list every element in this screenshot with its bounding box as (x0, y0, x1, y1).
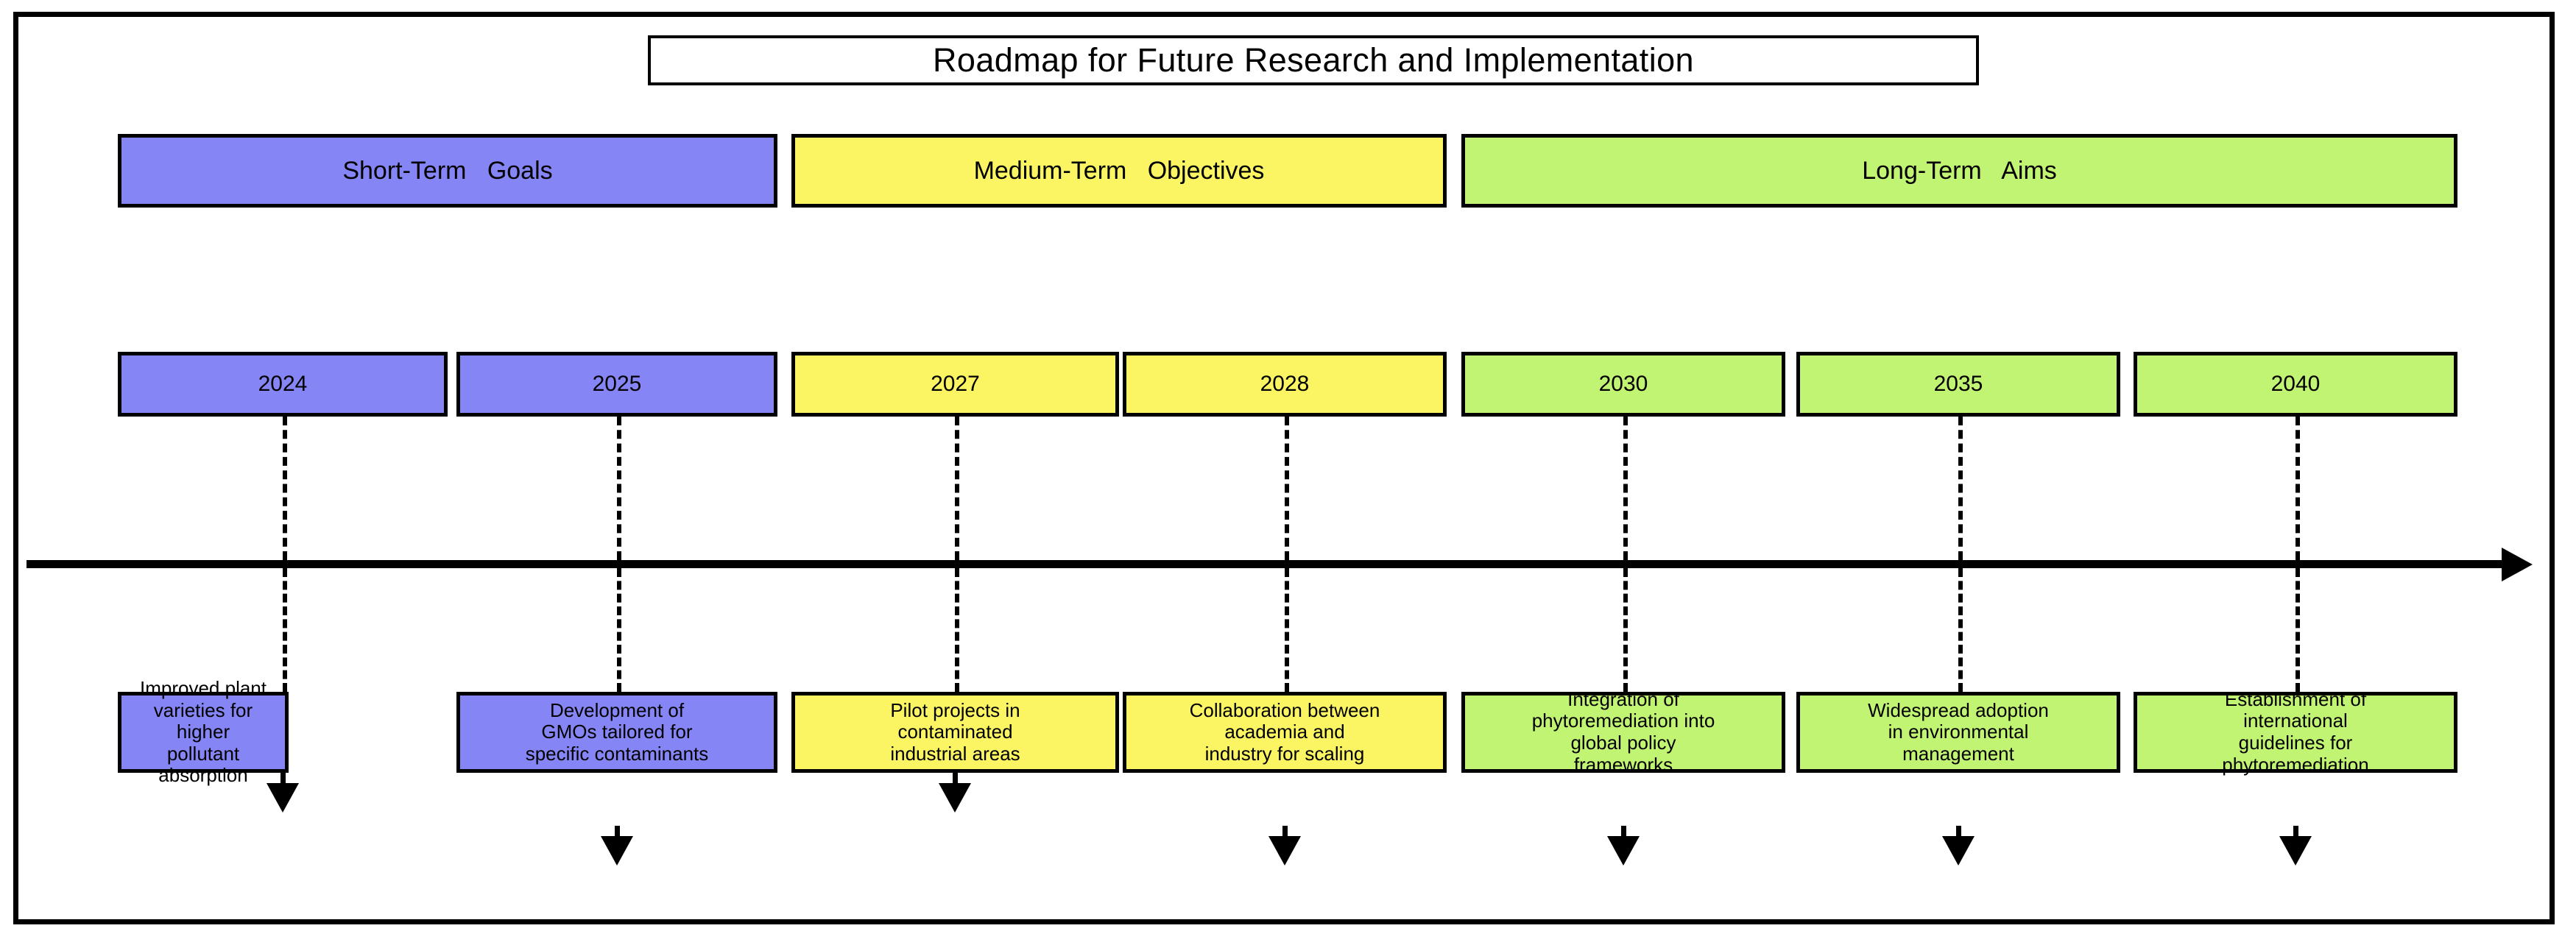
down-arrow-icon-2024 (267, 783, 299, 813)
phase-bar-label: Medium-Term Objectives (973, 156, 1265, 185)
connector-upper-2024 (283, 417, 287, 560)
year-label: 2025 (592, 372, 642, 396)
connector-lower-2024 (283, 568, 287, 692)
connector-lower-2028 (1285, 568, 1289, 692)
milestone-description-text: Development of GMOs tailored for specifi… (525, 698, 709, 765)
connector-upper-2030 (1623, 417, 1628, 560)
year-box-2024: 2024 (118, 352, 448, 417)
timeline-arrow-icon (2502, 548, 2533, 581)
timeline-axis-line (27, 560, 2504, 568)
down-arrow-stem-2028 (1282, 826, 1288, 839)
down-arrow-stem-2040 (2293, 826, 2298, 839)
down-arrow-icon-2028 (1268, 836, 1301, 866)
milestone-description-text: Collaboration between academia and indus… (1189, 698, 1380, 765)
down-arrow-icon-2030 (1607, 836, 1640, 866)
phase-bar-1: Short-Term Goals (118, 134, 777, 208)
year-box-2035: 2035 (1796, 352, 2120, 417)
connector-upper-2040 (2296, 417, 2300, 560)
year-label: 2040 (2270, 372, 2321, 396)
down-arrow-stem-2024 (280, 773, 286, 786)
year-label: 2024 (258, 372, 308, 396)
milestone-description-2024: Improved plant varieties for higher poll… (118, 677, 289, 786)
phase-bar-2: Medium-Term Objectives (791, 134, 1447, 208)
milestone-description-text: Improved plant varieties for higher poll… (140, 676, 267, 787)
phase-bar-label: Long-Term Aims (1862, 156, 2057, 185)
down-arrow-icon-2035 (1942, 836, 1975, 866)
year-label: 2030 (1598, 372, 1648, 396)
year-label: 2035 (1933, 372, 1983, 396)
year-box-2040: 2040 (2134, 352, 2457, 417)
milestone-description-text: Integration of phytoremediation into glo… (1531, 687, 1715, 776)
milestone-description-text: Establishment of international guideline… (2222, 687, 2369, 776)
down-arrow-icon-2025 (601, 836, 633, 866)
page-title: Roadmap for Future Research and Implemen… (933, 41, 1694, 79)
year-box-2028: 2028 (1123, 352, 1447, 417)
milestone-description-2035: Widespread adoption in environmental man… (1796, 692, 2120, 773)
down-arrow-stem-2027 (953, 773, 958, 786)
connector-lower-2025 (617, 568, 621, 692)
down-arrow-icon-2027 (939, 783, 971, 813)
phase-bar-3: Long-Term Aims (1461, 134, 2457, 208)
milestone-description-2040: Establishment of international guideline… (2134, 687, 2457, 776)
milestone-description-2030: Integration of phytoremediation into glo… (1461, 687, 1785, 776)
year-box-2030: 2030 (1461, 352, 1785, 417)
connector-upper-2028 (1285, 417, 1289, 560)
milestone-description-2027: Pilot projects in contaminated industria… (791, 692, 1119, 773)
connector-lower-2027 (955, 568, 959, 692)
down-arrow-stem-2030 (1621, 826, 1626, 839)
year-box-2025: 2025 (456, 352, 777, 417)
milestone-description-text: Widespread adoption in environmental man… (1868, 698, 2049, 765)
milestone-description-2028: Collaboration between academia and indus… (1123, 692, 1447, 773)
connector-lower-2030 (1623, 568, 1628, 692)
connector-upper-2025 (617, 417, 621, 560)
connector-lower-2040 (2296, 568, 2300, 692)
year-box-2027: 2027 (791, 352, 1119, 417)
diagram-title-box: Roadmap for Future Research and Implemen… (648, 35, 1979, 85)
year-label: 2027 (931, 372, 980, 396)
milestone-description-2025: Development of GMOs tailored for specifi… (456, 692, 777, 773)
connector-lower-2035 (1958, 568, 1963, 692)
down-arrow-stem-2025 (615, 826, 620, 839)
connector-upper-2027 (955, 417, 959, 560)
diagram-border (13, 12, 2555, 924)
phase-bar-label: Short-Term Goals (342, 156, 553, 185)
down-arrow-icon-2040 (2279, 836, 2312, 866)
down-arrow-stem-2035 (1956, 826, 1961, 839)
connector-upper-2035 (1958, 417, 1963, 560)
milestone-description-text: Pilot projects in contaminated industria… (890, 698, 1020, 765)
year-label: 2028 (1260, 372, 1310, 396)
